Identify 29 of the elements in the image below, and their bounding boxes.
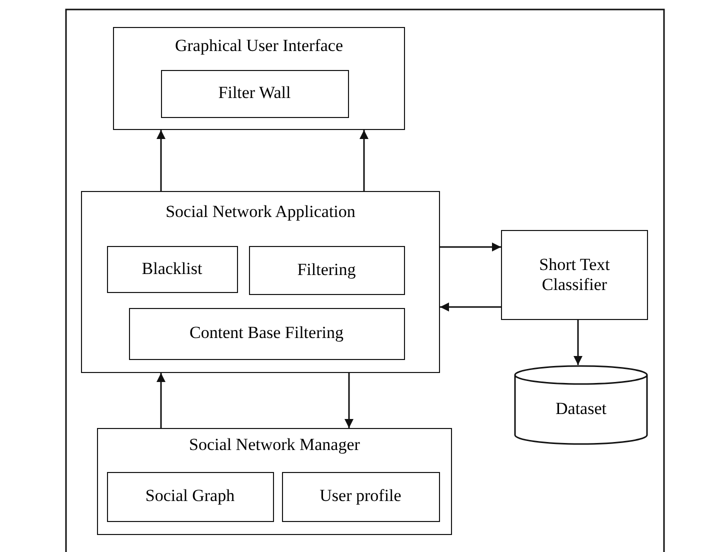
container-box <box>97 428 452 535</box>
process-box <box>501 230 648 320</box>
process-box <box>106 246 238 292</box>
process-box <box>160 70 348 118</box>
arrow <box>574 320 582 365</box>
box-label: Social Graph <box>144 486 236 506</box>
process-box <box>128 308 404 360</box>
box-label: Filtering <box>296 260 357 280</box>
container-box <box>113 27 405 130</box>
box-label: Dataset <box>554 398 608 418</box>
process-box <box>282 472 440 522</box>
heading: Graphical User Interface <box>174 36 344 56</box>
arrow <box>156 130 166 191</box>
arrow <box>440 302 501 312</box>
arrow <box>440 242 501 252</box>
process-box <box>248 246 404 294</box>
arrow <box>344 373 354 428</box>
heading: Social Network Manager <box>188 435 361 455</box>
box-label: Content Base Filtering <box>188 323 344 343</box>
process-box <box>106 472 274 522</box>
arrow <box>360 130 368 191</box>
arrow <box>156 373 166 428</box>
database-cylinder <box>514 365 648 445</box>
box-label: Filter Wall <box>217 83 292 103</box>
container-box <box>81 191 440 373</box>
heading: Social Network Application <box>164 202 356 222</box>
box-label: Short Text Classifier <box>538 254 611 294</box>
box-label: Blacklist <box>140 258 204 278</box>
box-label: User profile <box>318 486 402 506</box>
